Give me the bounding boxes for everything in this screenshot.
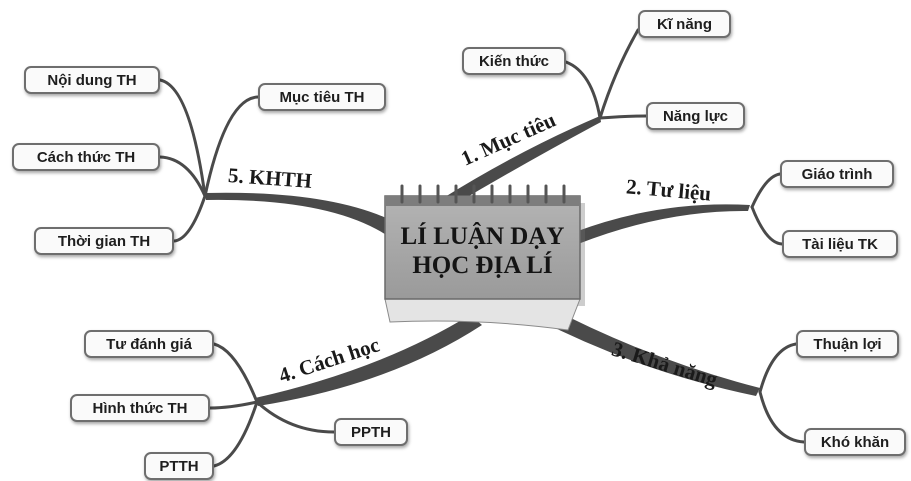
leaf-muc-tieu-th: Mục tiêu TH (258, 83, 386, 111)
leaf-connector-ppth (255, 400, 336, 434)
leaf-kho-khan: Khó khăn (804, 428, 906, 456)
leaf-connector-muc-tieu (203, 95, 260, 198)
leaf-connector-giao-trinh (750, 172, 782, 209)
leaf-tai-lieu-tk: Tài liệu TK (782, 230, 898, 258)
leaf-connector-tai-lieu (750, 205, 784, 246)
branch-3-connector (535, 305, 760, 396)
leaf-connector-hinh-thuc (208, 400, 259, 410)
leaf-connector-cach-thuc (158, 155, 207, 198)
leaf-ppth: PPTH (334, 418, 408, 446)
branch-4-connector (255, 315, 482, 406)
leaf-kien-thuc: Kiến thức (462, 47, 566, 75)
branch-1-connector (440, 116, 601, 206)
leaf-connector-ki-nang (598, 28, 640, 120)
leaf-connector-kien-thuc (564, 60, 602, 120)
leaf-connector-thuan-loi (758, 342, 798, 394)
branch-2-connector (575, 204, 750, 244)
leaf-ki-nang: Kĩ năng (638, 10, 731, 38)
leaf-tu-danh-gia: Tư đánh giá (84, 330, 214, 358)
leaf-thuan-loi: Thuận lợi (796, 330, 899, 358)
center-card-graphic (384, 184, 585, 331)
leaf-connector-kho-khan (758, 390, 806, 444)
leaf-noi-dung-th: Nội dung TH (24, 66, 160, 94)
branch-5-connector (205, 192, 395, 236)
center-title-line1: LÍ LUẬN DẠY (400, 223, 565, 250)
leaf-thoi-gian-th: Thời gian TH (34, 227, 174, 255)
leaf-giao-trinh: Giáo trình (780, 160, 894, 188)
leaf-ptth: PTTH (144, 452, 214, 480)
leaf-connector-noi-dung (158, 78, 207, 198)
leaf-connector-tu-danh-gia (212, 342, 259, 404)
leaf-nang-luc: Năng lực (646, 102, 745, 130)
leaf-cach-thuc-th: Cách thức TH (12, 143, 160, 171)
leaf-connector-ptth (212, 400, 259, 468)
center-title: LÍ LUẬN DẠY HỌC ĐỊA LÍ (385, 222, 580, 280)
leaf-connector-thoi-gian (172, 194, 207, 243)
leaf-connector-nang-luc (598, 114, 648, 120)
leaf-hinh-thuc-th: Hình thức TH (70, 394, 210, 422)
center-title-line2: HỌC ĐỊA LÍ (412, 252, 553, 279)
